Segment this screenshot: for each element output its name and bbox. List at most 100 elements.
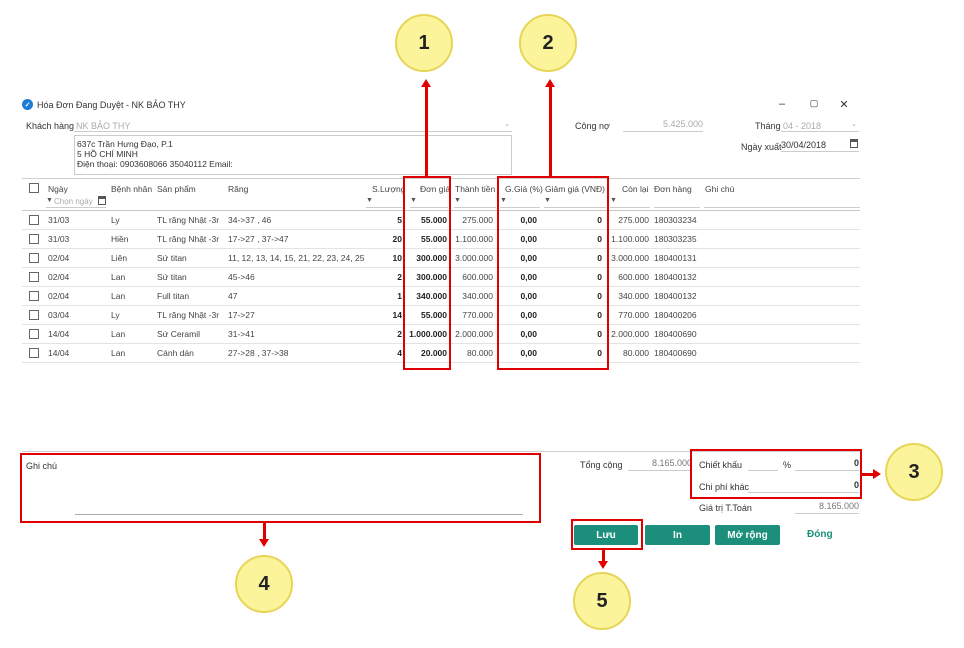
row-checkbox[interactable] — [29, 272, 39, 282]
col-total[interactable]: Thành tiền — [455, 184, 496, 194]
other-cost-input[interactable]: 0 — [748, 480, 859, 493]
row-checkbox[interactable] — [29, 329, 39, 339]
calendar-icon[interactable] — [98, 196, 106, 205]
col-patient[interactable]: Bệnh nhân — [111, 184, 153, 194]
row-checkbox[interactable] — [29, 348, 39, 358]
row-checkbox[interactable] — [29, 291, 39, 301]
col-discount-vnd[interactable]: Giảm giá (VNĐ) — [545, 184, 605, 194]
select-all-checkbox[interactable] — [29, 183, 39, 193]
cell-discount-vnd: 0 — [597, 215, 602, 225]
col-date[interactable]: Ngày — [48, 184, 68, 194]
address-box[interactable]: 637c Trần Hưng Đạo, P.1 5 HỒ CHÍ MINH Đi… — [74, 135, 512, 175]
qty-filter[interactable]: ▼ — [366, 196, 402, 208]
caret-down-icon: ▼ — [544, 197, 551, 204]
cell-teeth: 17->27 , 37->47 — [228, 234, 289, 244]
month-value: 04 - 2018 — [783, 121, 822, 131]
col-product[interactable]: Sản phẩm — [157, 184, 196, 194]
price-filter[interactable]: ▼ — [410, 196, 448, 208]
save-button[interactable]: Lưu — [574, 525, 638, 545]
cell-discount-pct: 0,00 — [520, 329, 537, 339]
cell-teeth: 47 — [228, 291, 238, 301]
arrow-1-line — [425, 87, 428, 176]
maximize-button[interactable]: ▢ — [809, 98, 819, 108]
row-checkbox[interactable] — [29, 310, 39, 320]
col-qty[interactable]: S.Lượng — [372, 184, 406, 194]
cell-discount-vnd: 0 — [597, 310, 602, 320]
total-value: 8.165.000 — [651, 458, 692, 468]
vnd-filter[interactable]: ▼ — [544, 196, 606, 208]
note-textarea[interactable] — [75, 514, 523, 515]
col-unit-price[interactable]: Đơn giá — [420, 184, 451, 194]
row-checkbox[interactable] — [29, 234, 39, 244]
col-note[interactable]: Ghi chú — [705, 184, 735, 194]
percent-sign: % — [783, 460, 792, 470]
cell-order: 180400206 — [654, 310, 697, 320]
col-discount-pct[interactable]: G.Giá (%) — [505, 184, 543, 194]
pay-value-field: 8.165.000 — [795, 501, 859, 514]
cell-discount-vnd: 0 — [597, 291, 602, 301]
caret-down-icon: ▼ — [46, 197, 53, 204]
remain-filter[interactable]: ▼ — [610, 196, 650, 208]
discount-value-input[interactable]: 0 — [795, 458, 859, 471]
cell-order: 180400690 — [654, 348, 697, 358]
col-order[interactable]: Đơn hàng — [654, 184, 692, 194]
col-remain[interactable]: Còn lại — [622, 184, 649, 194]
total-filter[interactable]: ▼ — [454, 196, 496, 208]
cell-order: 180400132 — [654, 272, 697, 282]
minimize-button[interactable]: – — [778, 98, 786, 110]
cell-discount-vnd: 0 — [597, 272, 602, 282]
discount-highlight — [497, 176, 609, 370]
month-select[interactable]: 04 - 2018 ⌄ — [781, 119, 859, 132]
pct-filter[interactable]: ▼ — [500, 196, 540, 208]
cell-discount-pct: 0,00 — [520, 348, 537, 358]
export-date-picker[interactable]: 30/04/2018 — [781, 139, 859, 152]
discount-value: 0 — [853, 458, 859, 468]
callout-5: 5 — [573, 572, 631, 630]
caret-down-icon: ▼ — [454, 197, 461, 204]
cell-qty: 5 — [397, 215, 402, 225]
arrow-1-head — [421, 79, 431, 87]
arrow-3-line — [862, 473, 874, 476]
cell-qty: 4 — [397, 348, 402, 358]
cell-product: Sứ titan — [157, 272, 187, 282]
address-line-1: 637c Trần Hưng Đạo, P.1 — [77, 139, 173, 149]
note-filter — [704, 196, 860, 208]
invoice-table: Ngày Bệnh nhân Sản phẩm Răng S.Lượng Đơn… — [22, 178, 860, 452]
unit-price-highlight — [403, 176, 451, 370]
cell-date: 02/04 — [48, 272, 70, 282]
cell-date: 14/04 — [48, 348, 70, 358]
export-date-label: Ngày xuất — [741, 142, 782, 152]
close-button[interactable]: Đóng — [807, 529, 833, 540]
row-checkbox[interactable] — [29, 253, 39, 263]
caret-down-icon: ▼ — [610, 197, 617, 204]
close-window-button[interactable]: ✕ — [839, 99, 849, 111]
total-field: 8.165.000 — [628, 458, 692, 471]
arrow-2-head — [545, 79, 555, 87]
col-teeth[interactable]: Răng — [228, 184, 249, 194]
row-checkbox[interactable] — [29, 215, 39, 225]
customer-select[interactable]: NK BẢO THY ⌄ — [74, 119, 512, 132]
cell-unit-price: 20.000 — [421, 348, 447, 358]
calendar-icon[interactable] — [850, 139, 858, 148]
cell-order: 180303235 — [654, 234, 697, 244]
print-button[interactable]: In — [645, 525, 710, 545]
cell-teeth: 17->27 — [228, 310, 255, 320]
cell-discount-vnd: 0 — [597, 348, 602, 358]
cell-discount-pct: 0,00 — [520, 234, 537, 244]
expand-button[interactable]: Mở rộng — [715, 525, 780, 545]
cell-unit-price: 55.000 — [421, 215, 447, 225]
discount-pct-input[interactable] — [748, 458, 778, 471]
date-filter[interactable]: ▼ Chọn ngày — [46, 196, 106, 208]
cell-total: 2.000.000 — [455, 329, 493, 339]
cell-remain: 1.100.000 — [611, 234, 649, 244]
customer-value: NK BẢO THY — [76, 121, 131, 131]
chevron-down-icon: ⌄ — [851, 121, 857, 128]
